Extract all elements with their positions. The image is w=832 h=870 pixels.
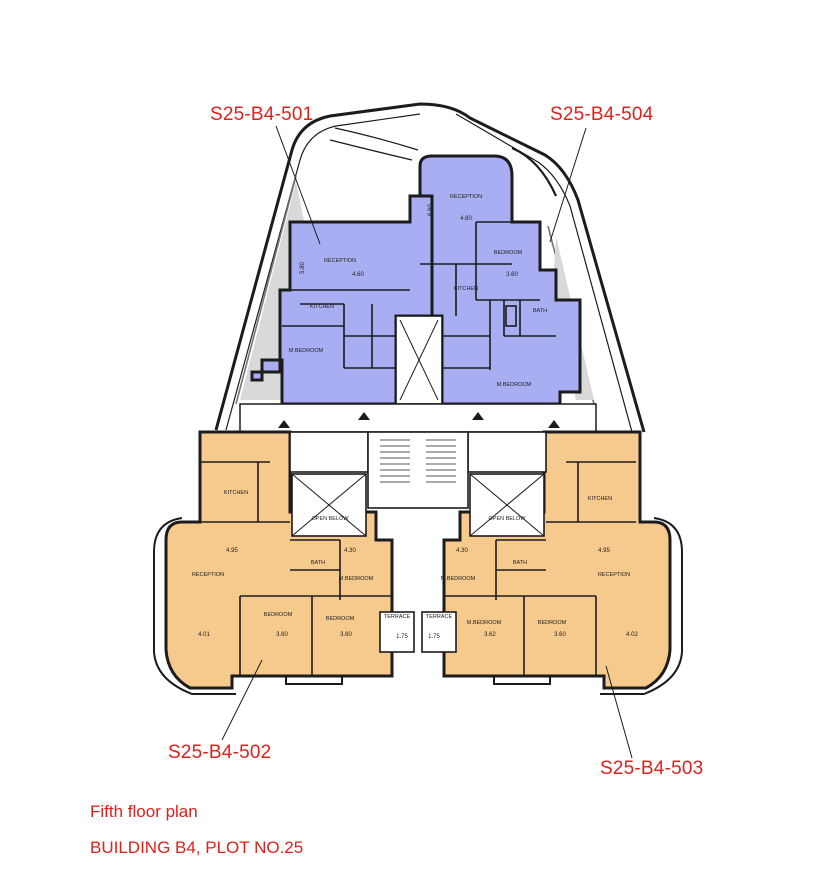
dim-504-width: 4.60 [460, 216, 472, 222]
upper-internal-walls [282, 221, 556, 370]
room-label-reception-502: RECEPTION [192, 572, 224, 578]
entry-arrow-icon [278, 420, 290, 428]
entry-arrow-icon [472, 412, 484, 420]
dim-504-bedroom: 3.60 [506, 272, 518, 278]
upper-core [395, 315, 443, 405]
unit-label-503: S25-B4-503 [600, 758, 704, 779]
dim-terrace-right: 1.75 [428, 634, 440, 640]
dim-503-reception: 4.95 [598, 548, 610, 554]
entry-arrow-icon [358, 412, 370, 420]
entry-arrow-icon [548, 420, 560, 428]
room-label-kitchen-501: KITCHEN [310, 304, 334, 310]
unit-label-502: S25-B4-502 [168, 742, 272, 763]
entrance-markers [278, 412, 560, 428]
room-label-reception-504: RECEPTION [450, 194, 482, 200]
unit-503-area [442, 430, 672, 690]
room-label-reception-503: RECEPTION [598, 572, 630, 578]
dim-terrace-left: 1.75 [396, 634, 408, 640]
leader-lines [221, 125, 633, 759]
room-label-terrace-right: TERRACE [426, 614, 453, 620]
room-label-bedroom-503: BEDROOM [538, 620, 567, 626]
room-label-bath-504: BATH [533, 308, 547, 314]
room-label-reception-501: RECEPTION [324, 258, 356, 264]
room-label-bedroom-504: BEDROOM [494, 250, 523, 256]
leader-502 [221, 659, 263, 741]
dim-504-height: 6.60 [428, 204, 434, 216]
room-label-kitchen-502: KITCHEN [224, 490, 248, 496]
dim-501-height: 5.80 [300, 262, 306, 274]
room-label-bedroom-502a: BEDROOM [264, 612, 293, 618]
dim-501-width: 4.60 [352, 272, 364, 278]
leader-503 [605, 665, 633, 759]
unit-502-area [164, 430, 394, 690]
dim-502-reception: 4.95 [226, 548, 238, 554]
lower-internal-walls [200, 461, 636, 676]
unit-label-501: S25-B4-501 [210, 104, 314, 125]
dim-502-bedroom-2: 3.60 [340, 632, 352, 638]
dim-502-width: 4.01 [198, 632, 210, 638]
dim-503-bedroom-1: 3.62 [484, 632, 496, 638]
room-label-bath-503: BATH [513, 560, 527, 566]
room-label-mbedroom-503b: M.BEDROOM [467, 620, 502, 626]
unit-label-504: S25-B4-504 [550, 104, 654, 125]
lower-balconies [153, 517, 683, 695]
room-labels: RECEPTION KITCHEN M.BEDROOM RECEPTION BE… [192, 194, 630, 626]
dim-502-bedroom-1: 3.60 [276, 632, 288, 638]
plan-caption-building: BUILDING B4, PLOT NO.25 [90, 838, 304, 857]
dim-503-width: 4.02 [626, 632, 638, 638]
room-label-bath-502: BATH [311, 560, 325, 566]
dim-mbedroom-left: 4.30 [344, 548, 356, 554]
room-label-kitchen-504: KITCHEN [454, 286, 478, 292]
unit-504-area [418, 154, 582, 406]
dimension-labels: 4.60 5.80 4.60 6.60 3.60 4.95 4.01 3.60 … [198, 204, 638, 640]
room-label-bedroom-502b: BEDROOM [326, 616, 355, 622]
room-label-mbedroom-503: M.BEDROOM [441, 576, 476, 582]
leader-504 [549, 127, 587, 243]
dim-mbedroom-right: 4.30 [456, 548, 468, 554]
dim-503-bedroom-2: 3.60 [554, 632, 566, 638]
room-label-terrace-left: TERRACE [384, 614, 411, 620]
stair-treads [380, 439, 456, 483]
room-label-open-below-right: OPEN BELOW [489, 516, 527, 522]
room-label-kitchen-503: KITCHEN [588, 496, 612, 502]
plan-caption-title: Fifth floor plan [90, 802, 198, 821]
leader-501 [275, 125, 321, 245]
room-label-mbedroom-504: M.BEDROOM [497, 382, 532, 388]
room-label-mbedroom-502: M.BEDROOM [339, 576, 374, 582]
lower-core [289, 431, 547, 653]
corridor [239, 403, 597, 433]
room-label-open-below-left: OPEN BELOW [312, 516, 350, 522]
room-label-mbedroom-501: M.BEDROOM [289, 348, 324, 354]
